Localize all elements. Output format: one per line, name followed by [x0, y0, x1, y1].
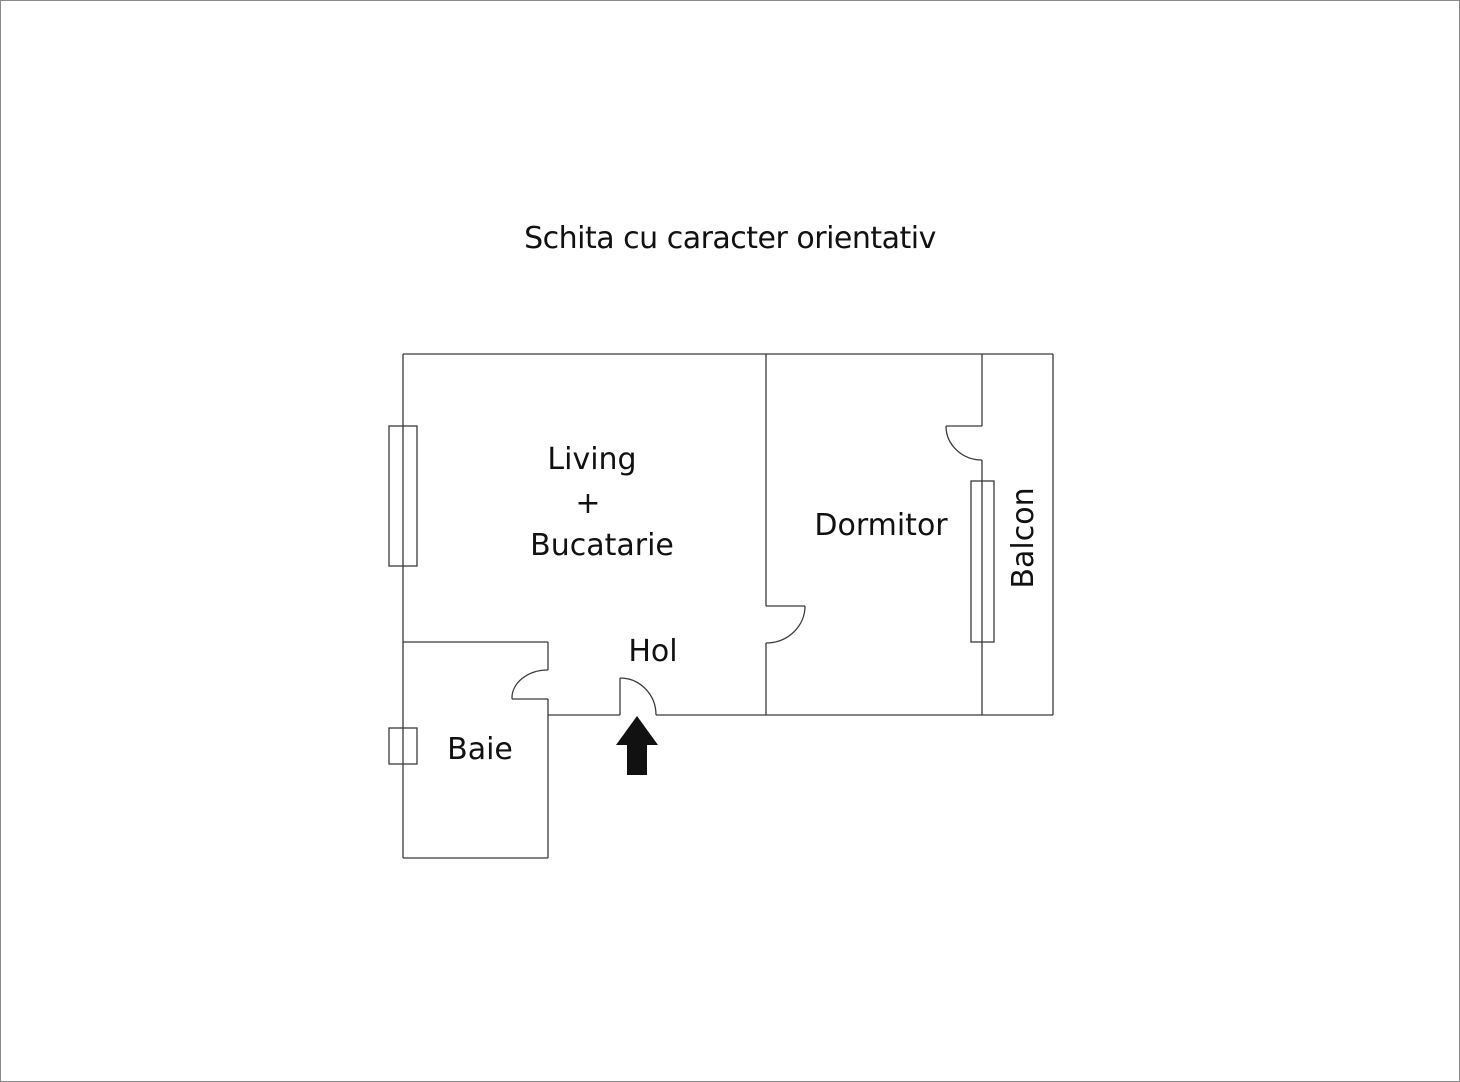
room-label-balcon: Balcon — [1006, 487, 1041, 588]
up-arrow-icon — [616, 716, 658, 775]
door-balcon-swing — [945, 425, 983, 461]
door-dormitor-swing — [765, 605, 806, 644]
room-label-hol: Hol — [628, 634, 677, 669]
room-label-baie: Baie — [447, 732, 513, 767]
door-baie-swing — [511, 669, 549, 700]
window-baie — [388, 727, 418, 765]
room-label-plus: + — [575, 486, 600, 521]
room-label-bucatarie: Bucatarie — [530, 528, 674, 563]
window-living — [388, 425, 418, 567]
plan-title: Schita cu caracter orientativ — [524, 221, 936, 256]
room-label-living: Living — [547, 442, 636, 477]
room-label-dormitor: Dormitor — [814, 508, 948, 543]
window-dormitor — [970, 480, 995, 643]
door-entrance-swing — [619, 677, 657, 716]
